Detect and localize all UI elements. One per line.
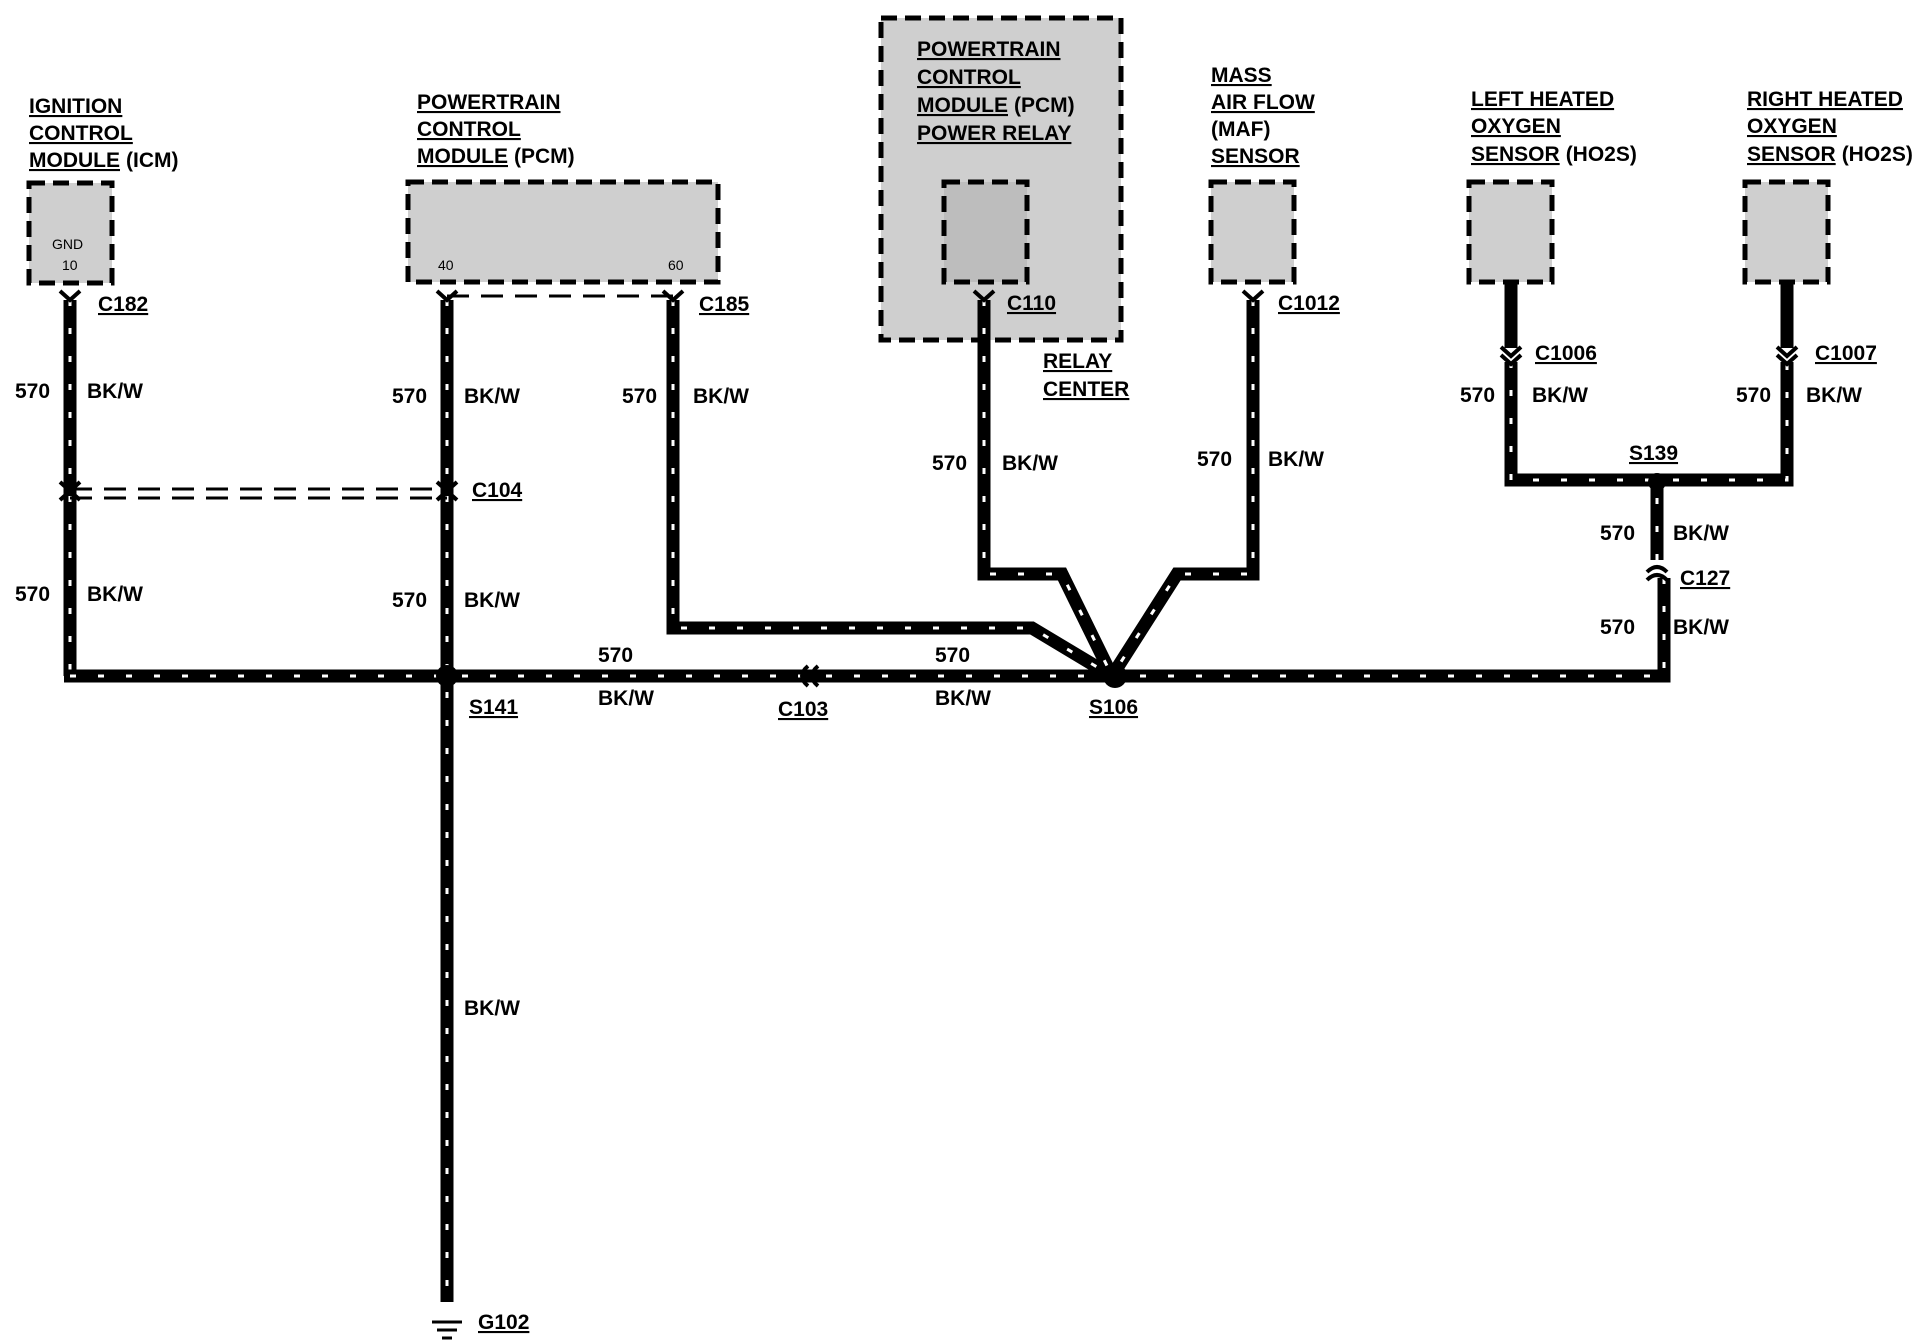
- wire-color: BK/W: [1002, 452, 1058, 475]
- pcm-title-1: POWERTRAIN: [417, 91, 561, 114]
- relay-center-title-2: CENTER: [1043, 378, 1129, 401]
- wire-color: BK/W: [464, 385, 520, 408]
- right-ho2s-title-3: SENSOR (HO2S): [1747, 143, 1913, 166]
- wire-circuit: 570: [15, 380, 50, 403]
- pcm-pin-a: 40: [438, 257, 454, 273]
- wire-circuit: 570: [622, 385, 657, 408]
- right-ho2s-box: [1742, 179, 1831, 285]
- left-ho2s-title-1: LEFT HEATED: [1471, 88, 1614, 111]
- connector-c1006: C1006: [1535, 342, 1597, 365]
- right-ho2s-title-2: OXYGEN: [1747, 115, 1837, 138]
- wire-color: BK/W: [1806, 384, 1862, 407]
- left-ho2s-title-2: OXYGEN: [1471, 115, 1561, 138]
- relay-center-box: [878, 15, 1124, 343]
- splice-s106-dot: [1103, 664, 1127, 688]
- pcm-title-3: MODULE (PCM): [417, 145, 575, 168]
- pcm-title-3-main: MODULE: [417, 145, 508, 168]
- wire-circuit: 570: [392, 385, 427, 408]
- relay-title-4: POWER RELAY: [917, 122, 1071, 145]
- connector-symbols: [58, 289, 1799, 688]
- wire-circuit: 570: [935, 644, 970, 667]
- splice-s141-dot: [436, 665, 458, 687]
- maf-title-1: MASS: [1211, 64, 1272, 87]
- wire-color: BK/W: [935, 687, 991, 710]
- connector-c1012: C1012: [1278, 292, 1340, 315]
- right-ho2s-suffix: (HO2S): [1842, 143, 1913, 166]
- maf-sensor-box: [1208, 179, 1297, 285]
- wire-color: BK/W: [1268, 448, 1324, 471]
- relay-title-2: CONTROL: [917, 66, 1021, 89]
- maf-title-2: AIR FLOW: [1211, 91, 1315, 114]
- icm-title-1: IGNITION: [29, 95, 122, 118]
- wire-circuit: 570: [932, 452, 967, 475]
- relay-title-3: MODULE (PCM): [917, 94, 1075, 117]
- pcm-power-relay-box: [941, 179, 1030, 285]
- wire-color: BK/W: [1532, 384, 1588, 407]
- wire-circuit: 570: [1600, 616, 1635, 639]
- right-ho2s-title-3-main: SENSOR: [1747, 143, 1836, 166]
- maf-title-3: (MAF): [1211, 118, 1270, 141]
- maf-title-4: SENSOR: [1211, 145, 1300, 168]
- icm-title-2: CONTROL: [29, 122, 133, 145]
- wire-labels: 570 BK/W 570 BK/W 570 BK/W 570 BK/W BK/W…: [15, 380, 1862, 1020]
- splice-s139: S139: [1629, 442, 1678, 465]
- connector-c103: C103: [778, 698, 828, 721]
- connector-c185: C185: [699, 293, 750, 316]
- pcm-pin-b: 60: [668, 257, 684, 273]
- wire-circuit: 570: [15, 583, 50, 606]
- right-ho2s-title-1: RIGHT HEATED: [1747, 88, 1903, 111]
- connector-c1007: C1007: [1815, 342, 1877, 365]
- wire-color: BK/W: [1673, 522, 1729, 545]
- wire-color: BK/W: [87, 380, 143, 403]
- shield-line: [70, 487, 447, 500]
- wire-color: BK/W: [598, 687, 654, 710]
- ground-icon: [432, 1320, 462, 1340]
- wire-circuit: 570: [598, 644, 633, 667]
- wire-color: BK/W: [1673, 616, 1729, 639]
- pcm-box: [405, 179, 721, 285]
- wire-color: BK/W: [464, 589, 520, 612]
- connector-c127: C127: [1680, 567, 1730, 590]
- wire-color: BK/W: [87, 583, 143, 606]
- icm-title-3-main: MODULE: [29, 149, 120, 172]
- pcm-title-2: CONTROL: [417, 118, 521, 141]
- wire-circuit: 570: [1736, 384, 1771, 407]
- icm-pin-num: 10: [62, 257, 78, 273]
- left-ho2s-suffix: (HO2S): [1566, 143, 1637, 166]
- left-ho2s-title-3-main: SENSOR: [1471, 143, 1560, 166]
- wire-circuit: 570: [1600, 522, 1635, 545]
- relay-title-3-suffix: (PCM): [1014, 94, 1075, 117]
- wire-color: BK/W: [464, 997, 520, 1020]
- connector-c104: C104: [472, 479, 523, 502]
- wires: [63, 282, 1794, 1302]
- icm-title-suffix: (ICM): [126, 149, 178, 172]
- wire-color: BK/W: [693, 385, 749, 408]
- pcm-title-suffix: (PCM): [514, 145, 575, 168]
- icm-box: [26, 180, 115, 286]
- icm-pin-name: GND: [52, 236, 83, 252]
- splice-s139-dot: [1648, 473, 1666, 491]
- wire-circuit: 570: [1197, 448, 1232, 471]
- splice-s141: S141: [469, 696, 518, 719]
- wire-circuit: 570: [392, 589, 427, 612]
- relay-title-1: POWERTRAIN: [917, 38, 1061, 61]
- relay-title-3-main: MODULE: [917, 94, 1008, 117]
- icm-title-3: MODULE (ICM): [29, 149, 178, 172]
- ground-g102: G102: [478, 1311, 529, 1334]
- connector-c182: C182: [98, 293, 148, 316]
- left-ho2s-title-3: SENSOR (HO2S): [1471, 143, 1637, 166]
- splice-s106: S106: [1089, 696, 1138, 719]
- relay-center-title-1: RELAY: [1043, 350, 1112, 373]
- wire-circuit: 570: [1460, 384, 1495, 407]
- connector-c110: C110: [1007, 292, 1056, 315]
- left-ho2s-box: [1466, 179, 1555, 285]
